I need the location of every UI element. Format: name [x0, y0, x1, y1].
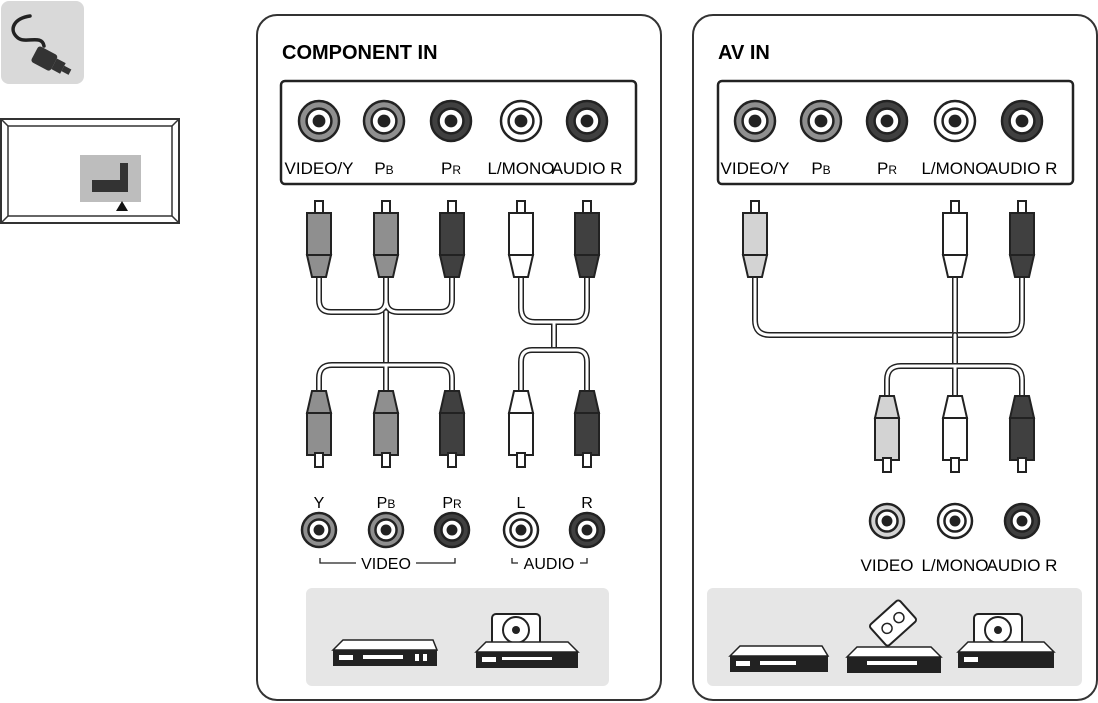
av-top-plug-0 [741, 200, 769, 278]
jack-label: PR [441, 159, 461, 178]
component-top-plug-2 [438, 200, 466, 278]
jack-label: L/MONO [487, 159, 554, 178]
component-panel-title: COMPONENT IN [282, 42, 438, 64]
component-tv-jack-0 [297, 99, 341, 143]
dvd-player-icon [474, 613, 580, 668]
component-device-jack-3 [502, 511, 540, 549]
jack-label: PB [811, 159, 830, 178]
cable-badge [1, 1, 84, 84]
jack-label: PB [377, 495, 396, 512]
audio-group-label: AUDIO [524, 556, 575, 573]
jack-label: AUDIO R [987, 159, 1058, 178]
component-audio-cable-bottom [518, 347, 590, 395]
av-tv-jack-2 [865, 99, 909, 143]
av-device-jack-0 [868, 502, 906, 540]
vcr-icon [845, 599, 943, 673]
audio-group-bracket [511, 558, 588, 564]
component-tv-jack-4 [565, 99, 609, 143]
av-bottom-plug-1 [941, 395, 969, 473]
jack-label: Y [314, 495, 325, 512]
component-bottom-plug-4 [573, 390, 601, 468]
component-device-jack-0 [300, 511, 338, 549]
jack-label: AUDIO R [552, 159, 623, 178]
jack-label: PB [374, 159, 393, 178]
component-device-jack-1 [367, 511, 405, 549]
av-tv-jack-1 [799, 99, 843, 143]
component-tv-jack-2 [429, 99, 473, 143]
video-group-bracket [319, 558, 456, 564]
av-device-jack-label: VIDEO [861, 556, 914, 575]
component-video-cable-top [316, 275, 455, 315]
set-top-box-icon [331, 639, 439, 666]
component-device-jack-4 [568, 511, 606, 549]
component-device-area [306, 588, 609, 686]
component-bottom-plug-3 [507, 390, 535, 468]
component-top-plug-1 [372, 200, 400, 278]
jack-label: PR [877, 159, 897, 178]
jack-label: R [581, 495, 593, 512]
jack-label: VIDEO/Y [721, 159, 790, 178]
av-bottom-plug-0 [873, 395, 901, 473]
set-top-box-icon [728, 645, 830, 672]
av-cable-top [752, 275, 1025, 338]
component-device-jack-2 [433, 511, 471, 549]
tv-port-location-icon [0, 118, 180, 224]
av-panel [692, 14, 1098, 701]
video-group-label: VIDEO [361, 556, 411, 573]
av-device-jack-label: L/MONO [921, 556, 988, 575]
cable-plug-icon [11, 14, 72, 75]
component-tv-jack-1 [362, 99, 406, 143]
component-tv-jack-3 [499, 99, 543, 143]
component-top-plug-0 [305, 200, 333, 278]
av-cable-bottom [884, 363, 1025, 400]
component-bottom-plug-2 [438, 390, 466, 468]
component-bottom-plug-0 [305, 390, 333, 468]
av-top-plug-1 [941, 200, 969, 278]
av-device-jack-label: AUDIO R [987, 556, 1058, 575]
av-tv-jack-4 [1000, 99, 1044, 143]
av-device-jack-1 [936, 502, 974, 540]
av-tv-jack-0 [733, 99, 777, 143]
component-audio-cable-top [518, 275, 590, 353]
jack-label: VIDEO/Y [285, 159, 354, 178]
av-device-jack-2 [1003, 502, 1041, 540]
component-bottom-plug-1 [372, 390, 400, 468]
component-video-cable-bottom [316, 362, 455, 395]
component-top-plug-4 [573, 200, 601, 278]
av-panel-title: AV IN [718, 42, 770, 64]
jack-label: L/MONO [921, 159, 988, 178]
av-bottom-plug-2 [1008, 395, 1036, 473]
av-tv-jack-3 [933, 99, 977, 143]
jack-label: PR [442, 495, 462, 512]
component-panel [256, 14, 662, 701]
av-top-plug-2 [1008, 200, 1036, 278]
component-top-plug-3 [507, 200, 535, 278]
dvd-player-icon [956, 613, 1056, 668]
jack-label: L [517, 495, 526, 512]
